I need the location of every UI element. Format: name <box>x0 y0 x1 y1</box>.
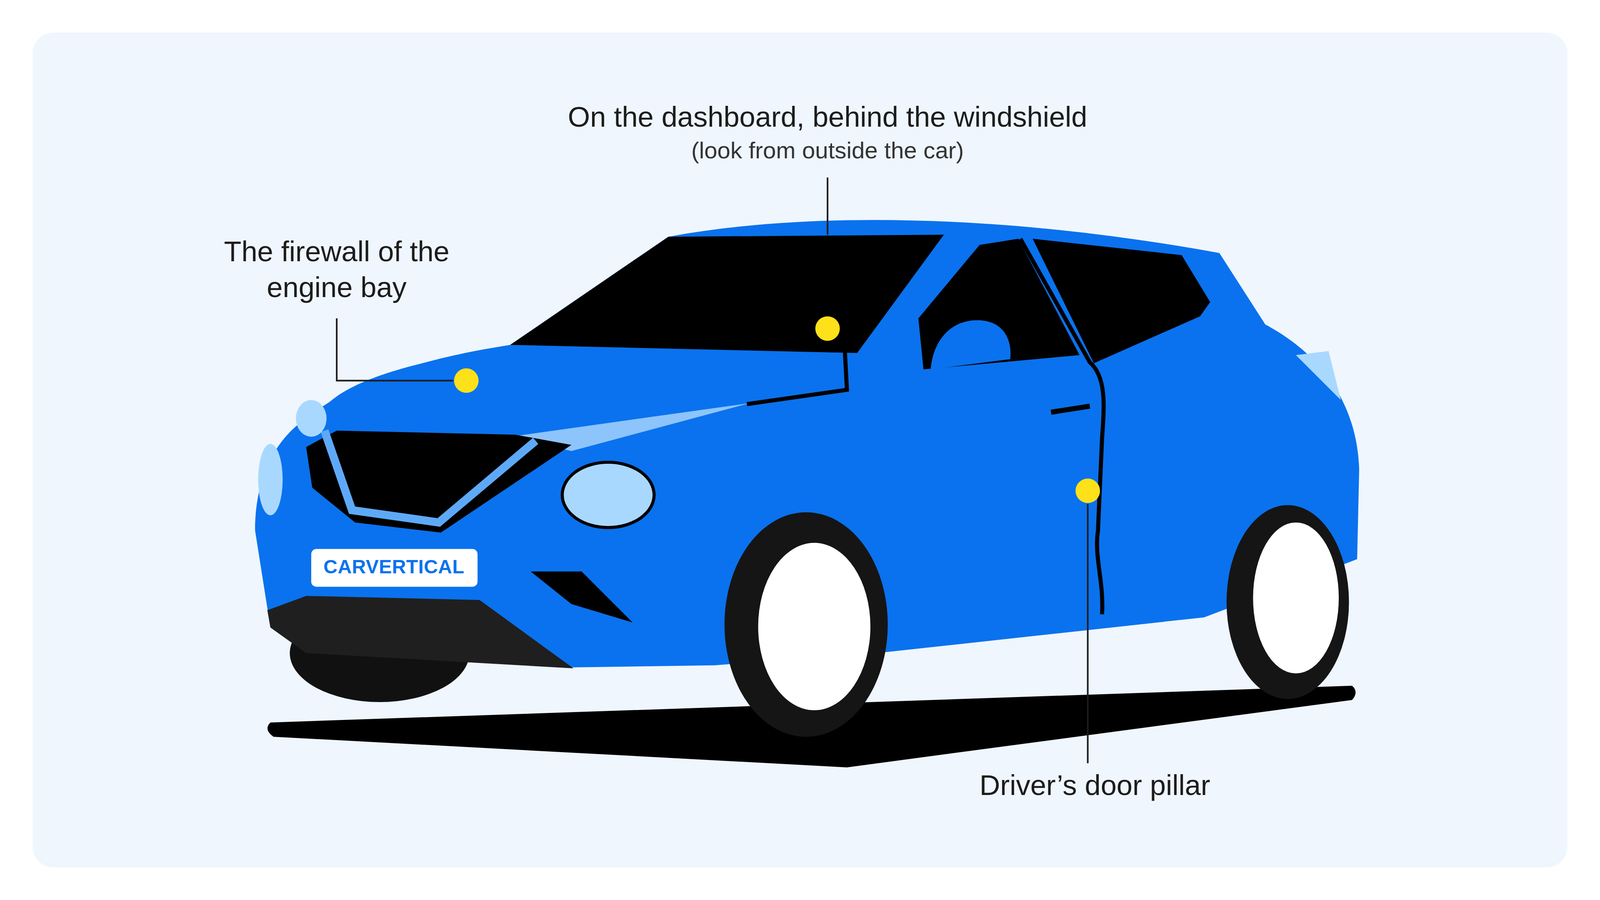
leader-line <box>1087 504 1089 764</box>
wheel-hub <box>758 542 871 711</box>
wheel <box>1226 505 1350 699</box>
side-mirror <box>930 320 1011 370</box>
callout-note: (look from outside the car) <box>691 135 964 165</box>
door-handle <box>1050 406 1090 413</box>
callout-label: Driver’s door pillar <box>979 767 1211 804</box>
headlight <box>562 462 654 528</box>
hood <box>318 347 860 438</box>
brand-logo: CARVERTICAL <box>323 555 465 580</box>
location-dot <box>1075 478 1100 504</box>
wheel <box>724 512 888 737</box>
location-dot <box>815 316 840 341</box>
fog-vent <box>530 571 633 623</box>
grille <box>306 430 572 533</box>
location-dot <box>454 368 479 393</box>
leader-line <box>336 318 453 381</box>
callout-label: The firewall of the engine bay <box>214 233 460 305</box>
leader-line <box>826 177 829 235</box>
license-plate <box>311 549 478 588</box>
wheel-hub <box>1252 522 1339 674</box>
windshield <box>510 234 944 353</box>
background-panel <box>32 32 1568 868</box>
side-light <box>295 400 327 437</box>
rear-side-window <box>1032 238 1210 364</box>
door-line <box>1020 238 1104 615</box>
tail-light <box>1295 350 1341 400</box>
side-light <box>258 443 283 515</box>
grille-trim <box>324 430 536 523</box>
door-line <box>747 352 848 405</box>
lower-bumper <box>267 595 574 669</box>
callout-label: On the dashboard, behind the windshield <box>567 99 1088 135</box>
